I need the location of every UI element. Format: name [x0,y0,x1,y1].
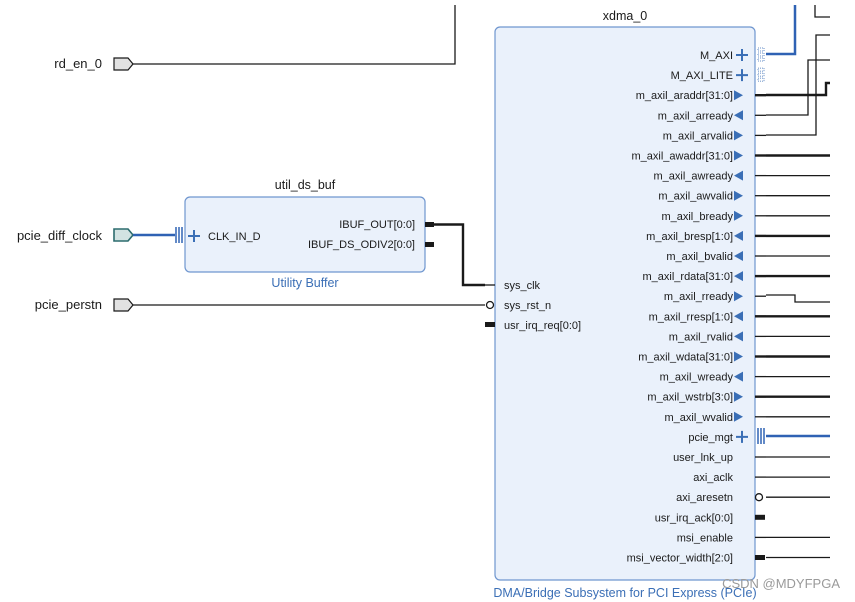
util-ds-buf-body [184,196,426,273]
vector-pin-stub [755,555,765,560]
pin-label-m-axi: M_AXI [700,50,733,62]
plus-icon [736,49,748,61]
plus-icon [736,430,748,443]
port-pcie-diff-clock[interactable]: pcie_diff_clock [17,228,135,243]
plus-icon [736,69,748,82]
pin-label-m-axil-awvalid: m_axil_awvalid [658,191,733,203]
output-arrow-icon [734,150,743,161]
input-arrow-icon [734,271,743,282]
pin-label-m-axil-awaddr-31-0: m_axil_awaddr[31:0] [631,151,733,163]
watermark: CSDN @MDYFPGA [722,576,840,591]
pin-label-m-axil-rvalid: m_axil_rvalid [669,331,733,343]
output-arrow-icon [734,391,743,402]
pin-label-m-axil-wdata-31-0: m_axil_wdata[31:0] [638,352,733,364]
pin-label-axi-aclk: axi_aclk [693,472,733,484]
pin-label-user-lnk-up: user_lnk_up [673,452,733,464]
ibuf-ds-odiv2-pin-label: IBUF_DS_ODIV2[0:0] [308,239,415,251]
pin-label-m-axil-arready: m_axil_arready [658,110,734,122]
xdma-instance-name: xdma_0 [603,9,648,23]
output-arrow-icon [734,90,743,101]
pin-label-m-axil-arvalid: m_axil_arvalid [663,130,733,142]
port-pcie-perstn-label: pcie_perstn [35,297,102,312]
pin-label-usr-irq-ack-0-0: usr_irq_ack[0:0] [655,512,733,524]
vector-pin-stub [485,322,495,327]
pin-label-m-axil-wvalid: m_axil_wvalid [665,412,733,424]
pin-label-m-axil-rresp-1-0: m_axil_rresp[1:0] [649,311,733,323]
arvalid-wire [766,34,830,136]
diff-clock-port-icon [113,228,135,242]
output-arrow-icon [734,210,743,221]
port-rd-en-0[interactable]: rd_en_0 [54,56,134,71]
port-pcie-perstn[interactable]: pcie_perstn [35,297,134,312]
port-rd-en-0-label: rd_en_0 [54,56,102,71]
input-arrow-icon [734,170,743,181]
sys-clk-pin-label: sys_clk [504,280,541,292]
xdma-right-pins: M_AXI M_AXI_LITE m_axil_araddr[31:0] m_axil… [627,47,830,565]
input-port-arrow-icon [113,298,134,312]
pin-label-m-axil-rready: m_axil_rready [664,291,734,303]
bus-interface-stub [757,52,765,57]
bus-pin-icon [175,227,183,243]
usr-irq-req-pin-label: usr_irq_req[0:0] [504,320,581,332]
output-arrow-icon [734,291,743,302]
pin-label-m-axil-rdata-31-0: m_axil_rdata[31:0] [643,271,734,283]
input-arrow-icon [734,331,743,342]
input-arrow-icon [734,371,743,382]
bus-interface-stub [757,47,765,52]
active-low-pin-icon [754,493,764,502]
xdma-subtitle: DMA/Bridge Subsystem for PCI Express (PC… [493,586,756,600]
pin-label-m-axil-araddr-31-0: m_axil_araddr[31:0] [636,90,733,102]
clk-in-d-pin-label: CLK_IN_D [208,231,261,243]
output-arrow-icon [734,130,743,141]
bus-interface-stub [757,77,765,82]
xdma-block[interactable]: xdma_0 DMA/Bridge Subsystem for PCI Expr… [493,9,756,600]
vector-pin-stub [755,514,765,520]
arready-wire [766,59,830,116]
output-arrow-icon [734,411,743,422]
output-arrow-icon [734,351,743,362]
xdma-body [494,26,756,581]
pin-label-m-axil-wready: m_axil_wready [660,372,734,384]
araddr-bus-wire [766,81,830,97]
pin-label-m-axi-lite: M_AXI_LITE [671,70,733,82]
rd-en-wire [133,5,456,65]
util-ds-buf-subtitle: Utility Buffer [271,276,338,290]
sys-clk-wire [434,223,485,287]
active-low-pin-icon [485,300,495,310]
vector-pin-stub [425,242,434,247]
input-arrow-icon [734,110,743,121]
input-port-arrow-icon [113,57,134,71]
input-arrow-icon [734,251,743,261]
input-arrow-icon [734,230,743,241]
bus-pin-icon [757,428,765,444]
util-ds-buf-instance-name: util_ds_buf [275,178,336,192]
pin-label-msi-vector-width-2-0: msi_vector_width[2:0] [627,553,733,565]
sys-rst-n-pin-label: sys_rst_n [504,300,551,312]
util-ds-buf-block[interactable]: util_ds_buf CLK_IN_D IBUF_OUT[0:0] IBUF_… [184,178,426,290]
output-arrow-icon [734,190,743,201]
top-right-wire [814,5,830,18]
pin-label-m-axil-wstrb-3-0: m_axil_wstrb[3:0] [647,392,733,404]
pin-label-m-axil-bready: m_axil_bready [661,211,733,223]
plus-icon [188,230,200,242]
pin-label-m-axil-bvalid: m_axil_bvalid [666,251,733,263]
bus-interface-stub [757,67,765,72]
port-pcie-diff-clock-label: pcie_diff_clock [17,228,103,243]
pin-label-axi-aresetn: axi_aresetn [676,492,733,504]
m-axi-bus-wire [766,5,797,56]
pin-label-m-axil-awready: m_axil_awready [654,171,734,183]
pin-label-msi-enable: msi_enable [677,532,733,544]
bus-interface-stub [757,72,765,77]
pin-label-pcie-mgt: pcie_mgt [688,432,733,444]
rready-wire [766,294,830,303]
pin-label-m-axil-bresp-1-0: m_axil_bresp[1:0] [646,231,733,243]
bus-interface-stub [757,57,765,62]
input-arrow-icon [734,311,743,322]
vector-pin-stub [425,222,434,227]
ibuf-out-pin-label: IBUF_OUT[0:0] [339,219,415,231]
